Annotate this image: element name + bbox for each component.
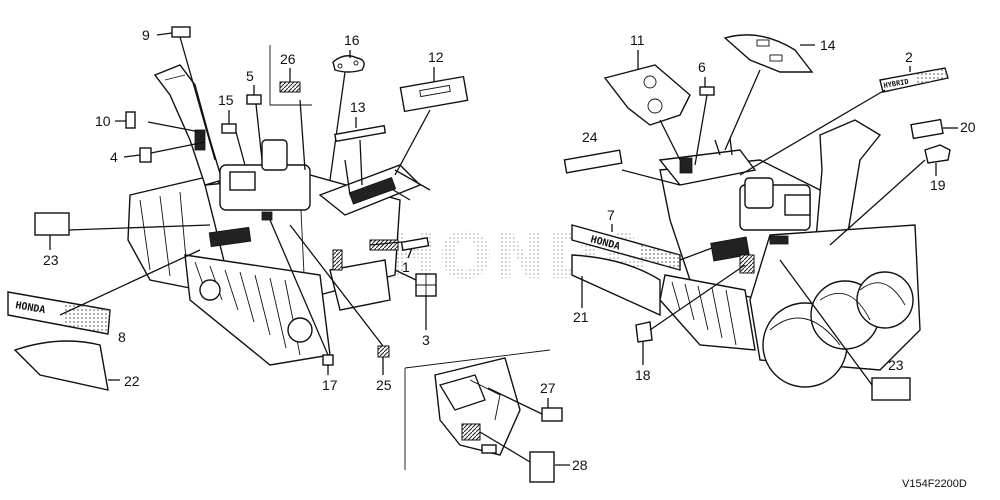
callout-4: 4 bbox=[110, 149, 118, 165]
callout-3: 3 bbox=[422, 332, 430, 348]
decal-15 bbox=[221, 123, 237, 134]
decal-26 bbox=[279, 81, 301, 93]
callout-22: 22 bbox=[124, 373, 140, 389]
callout-12: 12 bbox=[428, 49, 444, 65]
decal-1 bbox=[400, 236, 430, 252]
callout-1: 1 bbox=[402, 259, 410, 275]
callout-23-left: 23 bbox=[43, 252, 59, 268]
decal-6 bbox=[699, 86, 715, 96]
decal-28 bbox=[529, 451, 555, 483]
callout-24: 24 bbox=[582, 129, 598, 145]
callout-19: 19 bbox=[930, 177, 946, 193]
honda-decal-large: HONDA bbox=[14, 300, 46, 316]
callout-17: 17 bbox=[322, 377, 338, 393]
decal-14 bbox=[723, 34, 814, 73]
decal-20 bbox=[910, 118, 944, 140]
callout-11: 11 bbox=[630, 32, 645, 48]
decal-13 bbox=[334, 124, 387, 143]
decal-21 bbox=[571, 254, 661, 317]
decal-10 bbox=[125, 111, 136, 129]
diagram-code: V154F2200D bbox=[902, 478, 967, 490]
decal-11 bbox=[603, 64, 691, 126]
callout-28: 28 bbox=[572, 457, 588, 473]
callout-5: 5 bbox=[246, 68, 254, 84]
callout-18: 18 bbox=[635, 367, 651, 383]
callout-20: 20 bbox=[960, 119, 976, 135]
decal-22 bbox=[13, 340, 109, 391]
callout-6: 6 bbox=[698, 59, 706, 75]
callout-10: 10 bbox=[95, 113, 111, 129]
decal-19 bbox=[924, 144, 951, 164]
decal-27 bbox=[541, 407, 563, 422]
decal-4 bbox=[139, 147, 152, 163]
decal-23-right bbox=[871, 377, 911, 401]
callout-15: 15 bbox=[218, 92, 234, 108]
callout-25: 25 bbox=[376, 377, 392, 393]
decal-25 bbox=[377, 345, 390, 358]
callout-26: 26 bbox=[280, 51, 296, 67]
left-snowblower bbox=[127, 64, 431, 366]
decal-23-left bbox=[34, 212, 70, 236]
decal-18 bbox=[635, 321, 653, 343]
callout-21: 21 bbox=[573, 309, 589, 325]
callout-27: 27 bbox=[540, 380, 556, 396]
inset-detail bbox=[404, 349, 551, 470]
callout-14: 14 bbox=[820, 37, 836, 53]
decal-9 bbox=[171, 26, 191, 38]
decal-5 bbox=[246, 94, 262, 105]
decal-17 bbox=[322, 354, 334, 366]
right-snowblower bbox=[658, 119, 921, 388]
callout-13: 13 bbox=[350, 99, 366, 115]
callout-9: 9 bbox=[142, 27, 150, 43]
callout-7: 7 bbox=[607, 207, 615, 223]
callout-23-right: 23 bbox=[888, 357, 904, 373]
decal-16 bbox=[332, 55, 365, 73]
decal-24 bbox=[563, 149, 623, 174]
callout-16: 16 bbox=[344, 32, 360, 48]
callout-8: 8 bbox=[118, 329, 126, 345]
callout-2: 2 bbox=[905, 49, 913, 65]
